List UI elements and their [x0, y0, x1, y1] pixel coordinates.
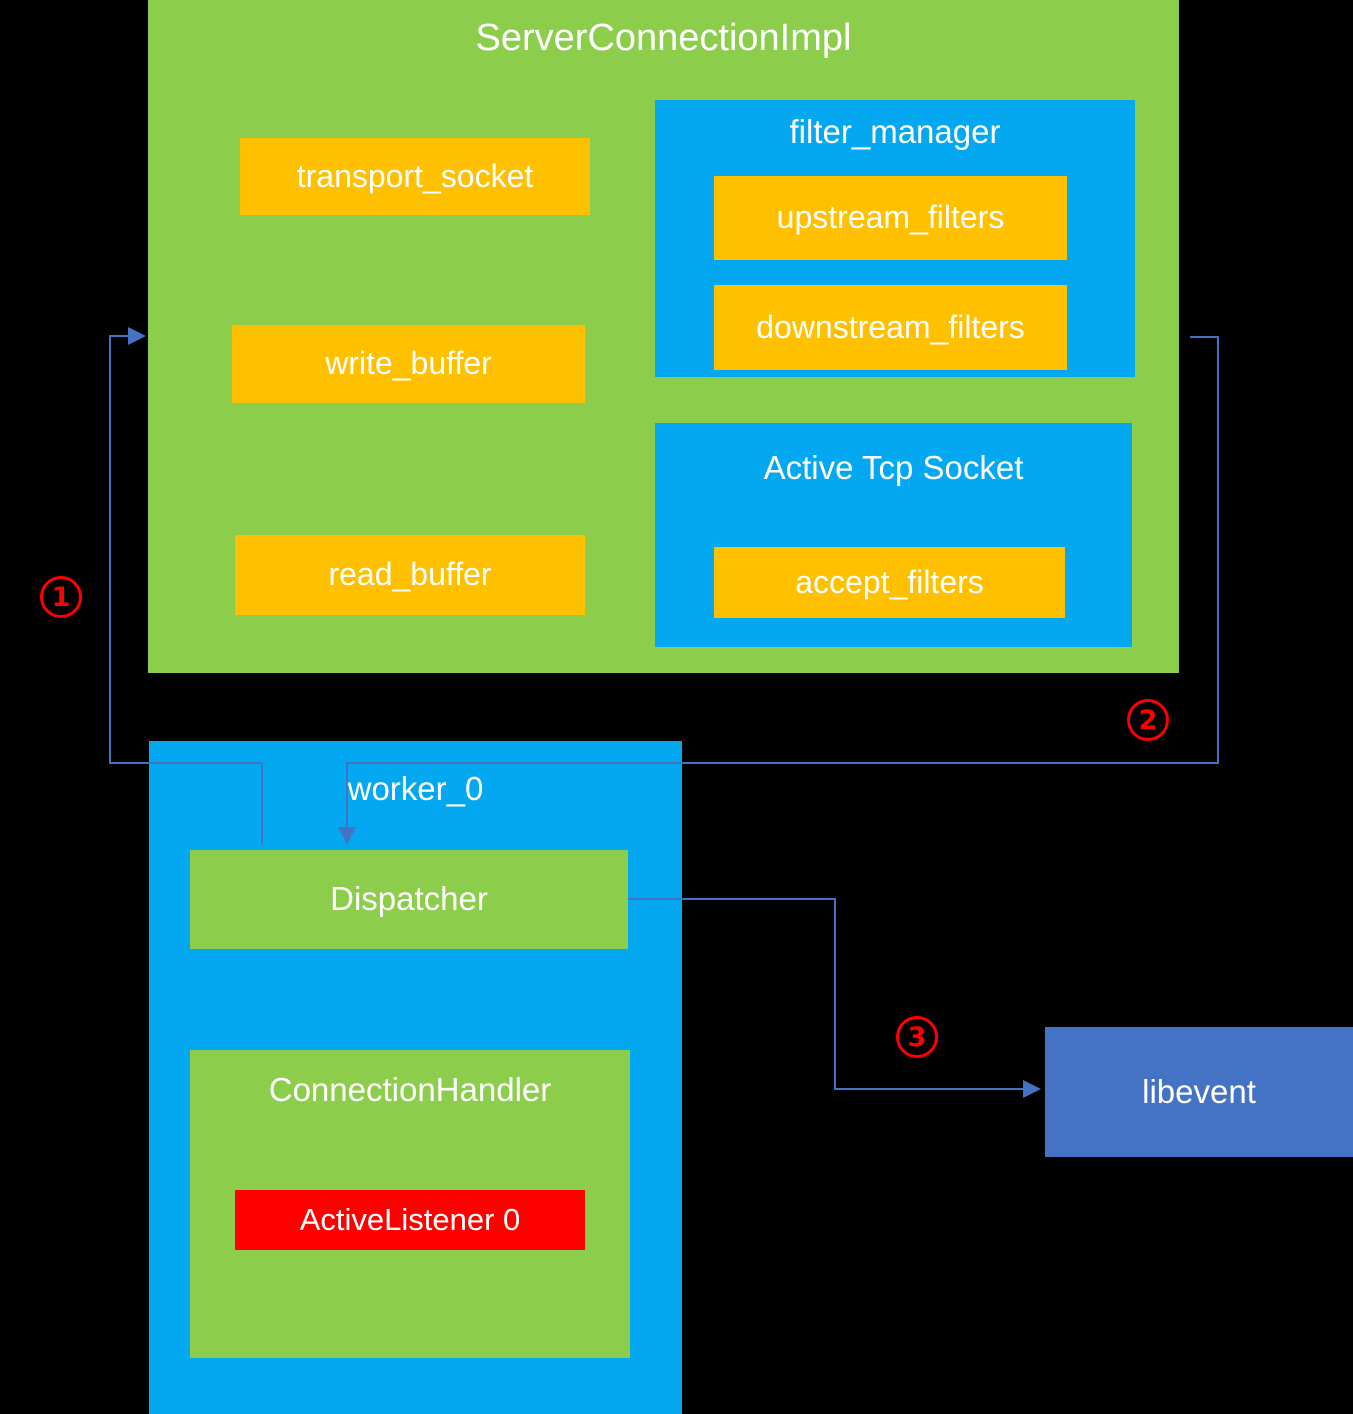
libevent-label: libevent — [1142, 1072, 1256, 1110]
downstream-filters-label: downstream_filters — [756, 308, 1025, 345]
dispatcher-box: Dispatcher — [190, 850, 628, 949]
write-buffer-label: write_buffer — [325, 345, 492, 382]
libevent-box: libevent — [1045, 1027, 1353, 1157]
accept-filters-box: accept_filters — [714, 547, 1065, 618]
step-marker-3: 3 — [896, 1016, 938, 1058]
connector-step-3 — [628, 898, 1041, 1098]
upstream-filters-box: upstream_filters — [714, 176, 1067, 260]
accept-filters-label: accept_filters — [795, 563, 984, 600]
active-listener-box: ActiveListener 0 — [235, 1190, 585, 1250]
write-buffer-box: write_buffer — [232, 325, 585, 403]
transport-socket-label: transport_socket — [296, 157, 534, 194]
transport-socket-box: transport_socket — [240, 138, 590, 215]
read-buffer-label: read_buffer — [328, 556, 492, 593]
active-listener-label: ActiveListener 0 — [299, 1201, 521, 1237]
server-connection-impl-title: ServerConnectionImpl — [475, 17, 852, 59]
upstream-filters-label: upstream_filters — [776, 199, 1005, 236]
active-tcp-socket-title: Active Tcp Socket — [763, 449, 1024, 486]
connection-handler-title: ConnectionHandler — [268, 1071, 552, 1108]
worker-0-title: worker_0 — [347, 770, 484, 807]
filter-manager-title: filter_manager — [789, 113, 1001, 150]
downstream-filters-box: downstream_filters — [714, 285, 1067, 370]
step-marker-1: 1 — [40, 576, 82, 618]
read-buffer-box: read_buffer — [235, 535, 585, 615]
step-marker-2: 2 — [1127, 699, 1169, 741]
dispatcher-label: Dispatcher — [330, 880, 488, 918]
